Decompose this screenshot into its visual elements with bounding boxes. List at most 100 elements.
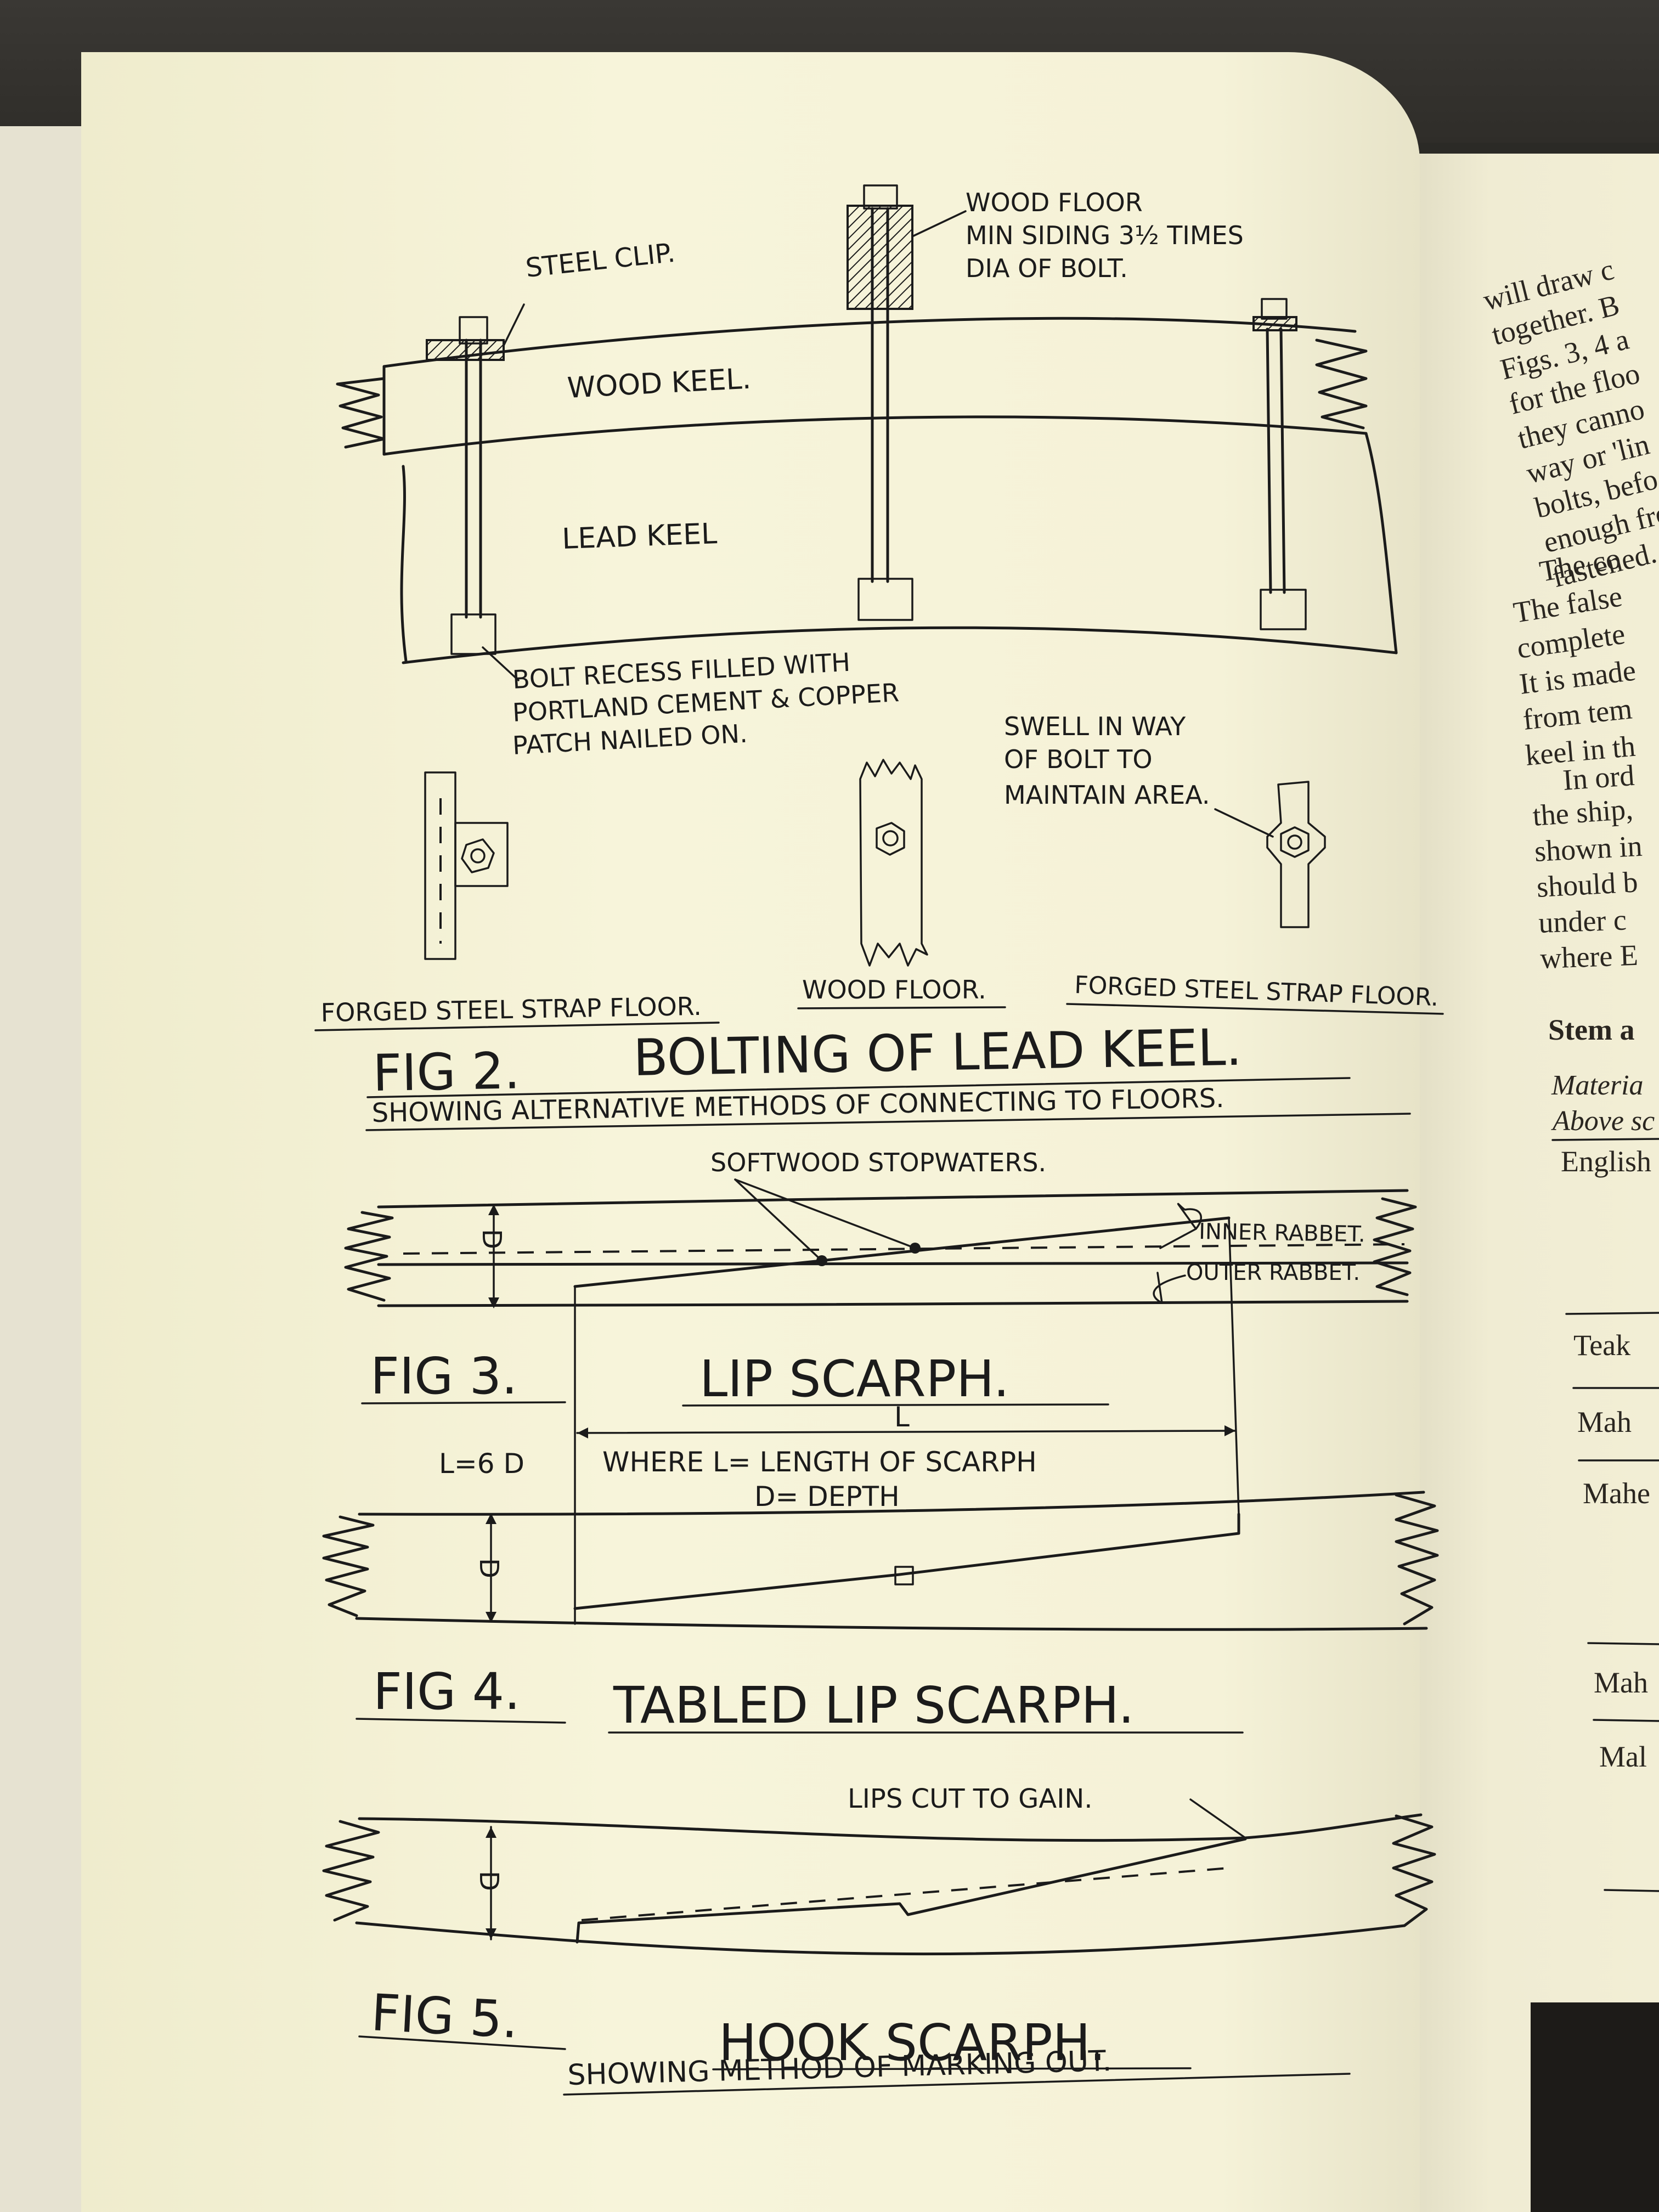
label-lead-keel: LEAD KEEL — [561, 517, 718, 556]
hook-scarph-joint-line — [575, 1837, 1247, 1944]
floor-detail-wood — [859, 759, 928, 967]
label-wood-floor-3: DIA OF BOLT. — [966, 253, 1128, 283]
background-corner — [1531, 2002, 1659, 2212]
fig5-title: HOOK SCARPH. — [719, 2013, 1105, 2072]
fig5-title-underline — [712, 2067, 1192, 2070]
hook-scarph-marking-line — [581, 1867, 1229, 1921]
hook-scarph-top-edge — [358, 1813, 1423, 1842]
strap-nut-icon — [461, 838, 495, 873]
right-italic-1: Materia — [1551, 1070, 1644, 1101]
fig3-depth-arrowhead-top — [488, 1204, 499, 1215]
lip-scarph-top-edge — [377, 1189, 1409, 1209]
right-rule-6 — [1593, 1719, 1659, 1722]
fig4-break-mark-right — [1395, 1493, 1439, 1626]
fig5-drawing: D LIPS CUT TO GAIN. — [322, 1784, 1436, 1956]
fig3-break-mark-right — [1373, 1197, 1417, 1296]
lip-scarph-mid-line — [377, 1261, 1409, 1266]
fig4-title: TABLED LIP SCARPH. — [613, 1676, 1134, 1735]
right-line-13: from tem — [1521, 692, 1634, 736]
right-rule-5 — [1587, 1642, 1659, 1645]
left-bolt-recess — [450, 613, 496, 655]
right-english: English — [1561, 1145, 1651, 1178]
underline-strap-floor-left — [314, 1022, 720, 1031]
right-line-19: under c — [1538, 903, 1627, 939]
label-strap-floor-left: FORGED STEEL STRAP FLOOR. — [320, 991, 702, 1028]
right-page — [1418, 154, 1659, 2212]
fig4-number-underline — [356, 1718, 566, 1724]
break-mark-left — [336, 377, 386, 449]
label-wood-floor-1: WOOD FLOOR — [966, 188, 1143, 217]
fig2-title-underline — [366, 1077, 1351, 1098]
where-line-1: WHERE L= LENGTH OF SCARPH — [602, 1446, 1037, 1478]
right-bolt-nut — [1261, 298, 1288, 320]
length-extension-right — [1228, 1217, 1240, 1515]
fig3-title-underline — [682, 1403, 1109, 1407]
fig3-break-mark-left — [344, 1211, 394, 1302]
fig5-break-mark-right — [1392, 1814, 1436, 1927]
fig5-number-underline — [358, 2035, 566, 2050]
leader-outer-rabbet — [1153, 1272, 1186, 1304]
fig3-number-underline — [361, 1401, 566, 1404]
length-dimension-line — [576, 1430, 1237, 1434]
fig2-number: FIG 2. — [373, 1041, 521, 1103]
wood-keel-top-edge — [382, 317, 1357, 368]
tabled-scarph-top-edge — [358, 1491, 1425, 1516]
right-rule-1 — [1551, 1138, 1659, 1141]
right-table-row-0: Teak — [1573, 1329, 1630, 1362]
wood-floor-nut-icon — [876, 822, 905, 856]
underline-strap-floor-right — [1066, 1003, 1444, 1015]
break-mark-right — [1315, 338, 1368, 430]
leader-stopwater-2 — [734, 1178, 916, 1249]
right-italic-2: Above sc — [1551, 1105, 1655, 1137]
hook-scarph-bottom-edge — [355, 1921, 1406, 1956]
label-stopwaters: SOFTWOOD STOPWATERS. — [710, 1148, 1046, 1177]
right-rule-7 — [1604, 1889, 1659, 1892]
fig4-number: FIG 4. — [373, 1662, 520, 1721]
label-wood-floor-center: WOOD FLOOR. — [802, 975, 986, 1005]
lead-keel-left-end — [400, 465, 408, 663]
label-wood-floor-2: MIN SIDING 3½ TIMES — [966, 221, 1244, 250]
wood-floor-block — [847, 205, 913, 310]
fig5-depth-label: D — [473, 1871, 504, 1891]
fig5-depth-arrowhead-top — [486, 1827, 496, 1838]
underline-wood-floor-center — [797, 1006, 1006, 1009]
strap-bolt-icon — [470, 848, 486, 864]
label-steel-clip: STEEL CLIP. — [524, 238, 676, 284]
right-rule-2 — [1565, 1312, 1659, 1315]
fig2-title: BOLTING OF LEAD KEEL. — [633, 1018, 1243, 1087]
right-line-16: the ship, — [1532, 792, 1634, 832]
right-line-18: should b — [1536, 865, 1638, 904]
fig5-subtitle-underline — [563, 2073, 1351, 2096]
leader-stopwater-1 — [734, 1178, 823, 1262]
label-swell-1: SWELL IN WAY — [1004, 712, 1186, 741]
right-line-15: In ord — [1562, 759, 1635, 797]
leader-swell — [1214, 808, 1274, 838]
right-line-20: where E — [1539, 939, 1638, 975]
tabled-scarph-bottom-edge — [355, 1617, 1428, 1631]
rabbet-dashed-line — [403, 1243, 1405, 1255]
center-bolt-recess — [857, 578, 913, 621]
lip-scarph-joint-line — [573, 1216, 1231, 1288]
lead-keel-bottom-edge — [402, 626, 1398, 664]
label-lips-cut: LIPS CUT TO GAIN. — [848, 1784, 1093, 1814]
swelled-strap-nut-icon — [1280, 826, 1310, 858]
fig3-number: FIG 3. — [370, 1347, 517, 1406]
right-section-heading: Stem a — [1548, 1013, 1634, 1046]
center-bolt-nut — [863, 184, 898, 210]
right-bolt-recess — [1260, 589, 1307, 630]
fig3-depth-label: D — [476, 1229, 507, 1249]
leader-wood-floor — [912, 210, 967, 237]
fig4-drawing: D — [322, 1491, 1439, 1631]
fig4-break-mark-left — [322, 1515, 375, 1617]
right-table-row-4: Mal — [1599, 1740, 1647, 1773]
floor-detail-steel-strap-left — [424, 771, 509, 960]
right-bolt-shaft-b — [1279, 328, 1286, 594]
tabled-scarph-joint-line — [573, 1513, 1240, 1610]
fig5-break-mark-left — [322, 1820, 380, 1922]
length-arrowhead-right — [1224, 1425, 1235, 1436]
label-swell-2: OF BOLT TO — [1004, 744, 1153, 774]
formula-label: L=6 D — [439, 1448, 524, 1480]
fig5-depth-arrowhead-bottom — [486, 1928, 496, 1939]
wood-floor-bolt-icon — [882, 830, 899, 847]
